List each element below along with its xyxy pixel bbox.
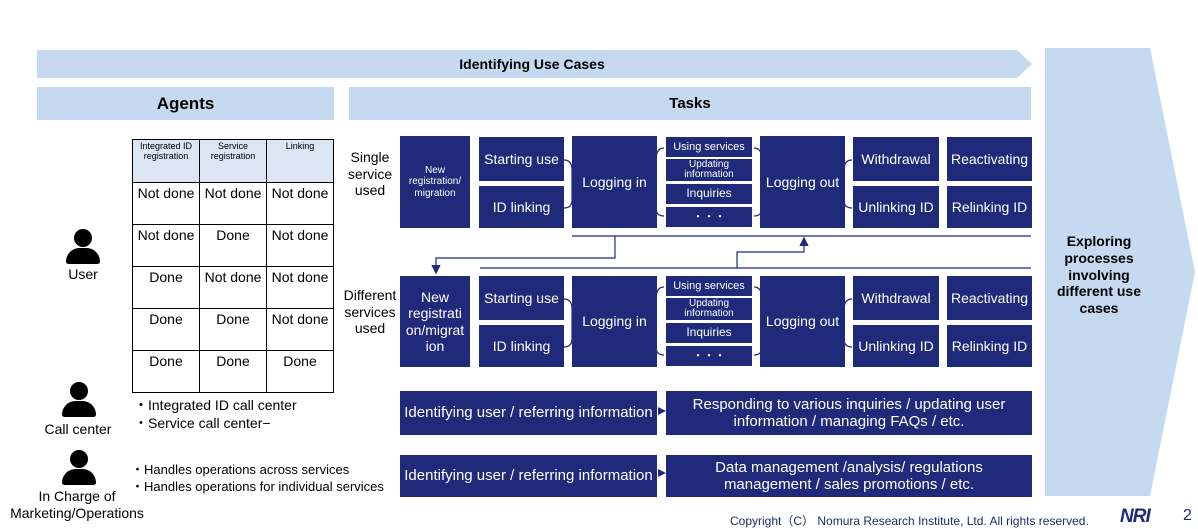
single-dots-box: ・・・ [666,207,752,227]
table-header-row: Integrated ID registration Service regis… [132,139,334,183]
table-cell: Not done [199,182,267,225]
single-new-registration-box: New registration/ migration [400,136,470,228]
single-withdrawal-box: Withdrawal [853,137,939,181]
different-inquiries-box: Inquiries [666,323,752,343]
call-center-person-icon [62,382,96,418]
single-reactivating-box: Reactivating [947,137,1032,181]
table-header: Integrated ID registration [132,139,200,183]
table-cell: Done [199,224,267,267]
single-relinking-id-box: Relinking ID [947,186,1032,228]
different-updating-info-box: Updating information [666,298,752,320]
single-using-services-box: Using services [666,137,752,157]
use-cases-title: Identifying Use Cases [459,55,605,72]
different-unlinking-id-box: Unlinking ID [853,325,939,367]
different-logging-in-box: Logging in [572,276,657,367]
user-label: User [68,265,98,282]
single-unlinking-id-box: Unlinking ID [853,186,939,228]
table-row: Done Done Done [132,350,334,393]
different-relinking-id-box: Relinking ID [947,325,1032,367]
list-item: ・Handles operations across services [131,462,350,477]
single-logging-in-box: Logging in [572,136,657,228]
table-cell: Done [132,308,200,351]
table-cell: Done [266,350,334,393]
table-row: Done Done Not done [132,308,334,351]
single-updating-info-box: Updating information [666,159,752,181]
table-cell: Done [132,350,200,393]
single-logging-out-box: Logging out [760,136,845,228]
table-cell: Not done [266,308,334,351]
single-service-label: Single service used [347,148,393,199]
table-cell: Not done [132,224,200,267]
tasks-header: Tasks [349,87,1031,120]
list-item: ・Service call center− [134,415,271,431]
table-row: Done Not done Not done [132,266,334,309]
different-services-label: Different services used [343,286,397,337]
different-starting-use-box: Starting use [479,276,564,320]
marketing-label: In Charge of Marketing/Operations [10,488,144,521]
different-dots-box: ・・・ [666,346,752,366]
different-new-registration-box: New registrati on/migrat ion [400,276,470,367]
marketing-data-box: Data management /analysis/ regulations m… [666,455,1032,497]
marketing-person-icon [62,450,96,486]
copyright-text: Copyright（C） Nomura Research Institute, … [730,514,1089,528]
call-center-list: ・Integrated ID call center ・Service call… [134,396,297,432]
different-id-linking-box: ID linking [479,325,564,367]
page-number: 2 [1183,507,1192,524]
table-cell: Done [199,308,267,351]
single-id-linking-box: ID linking [479,186,564,228]
agent-status-table: Integrated ID registration Service regis… [132,139,334,393]
table-header: Linking [266,139,334,183]
table-row: Not done Not done Not done [132,182,334,225]
call-center-identify-box: Identifying user / referring information [400,391,657,435]
exploring-arrow-shape [1045,48,1195,496]
list-item: ・Integrated ID call center [134,397,297,413]
table-cell: Not done [266,182,334,225]
single-starting-use-box: Starting use [479,137,564,181]
different-reactivating-box: Reactivating [947,276,1032,320]
user-person-icon [66,229,100,265]
table-cell: Not done [266,224,334,267]
table-cell: Done [132,266,200,309]
single-inquiries-box: Inquiries [666,184,752,204]
different-using-services-box: Using services [666,276,752,296]
table-cell: Done [199,350,267,393]
table-row: Not done Done Not done [132,224,334,267]
nri-logo: NRI [1120,506,1151,527]
table-header: Service registration [199,139,267,183]
different-logging-out-box: Logging out [760,276,845,367]
exploring-text: Exploring processes involving different … [1056,233,1141,317]
table-cell: Not done [266,266,334,309]
marketing-identify-box: Identifying user / referring information [400,455,657,497]
call-center-respond-box: Responding to various inquiries / updati… [666,391,1032,435]
call-center-label: Call center [44,420,112,437]
table-cell: Not done [199,266,267,309]
use-cases-banner-shape [37,50,1032,78]
agents-header: Agents [37,87,334,120]
different-withdrawal-box: Withdrawal [853,276,939,320]
list-item: ・Handles operations for individual servi… [131,479,384,494]
table-cell: Not done [132,182,200,225]
marketing-list: ・Handles operations across services ・Han… [131,461,384,495]
